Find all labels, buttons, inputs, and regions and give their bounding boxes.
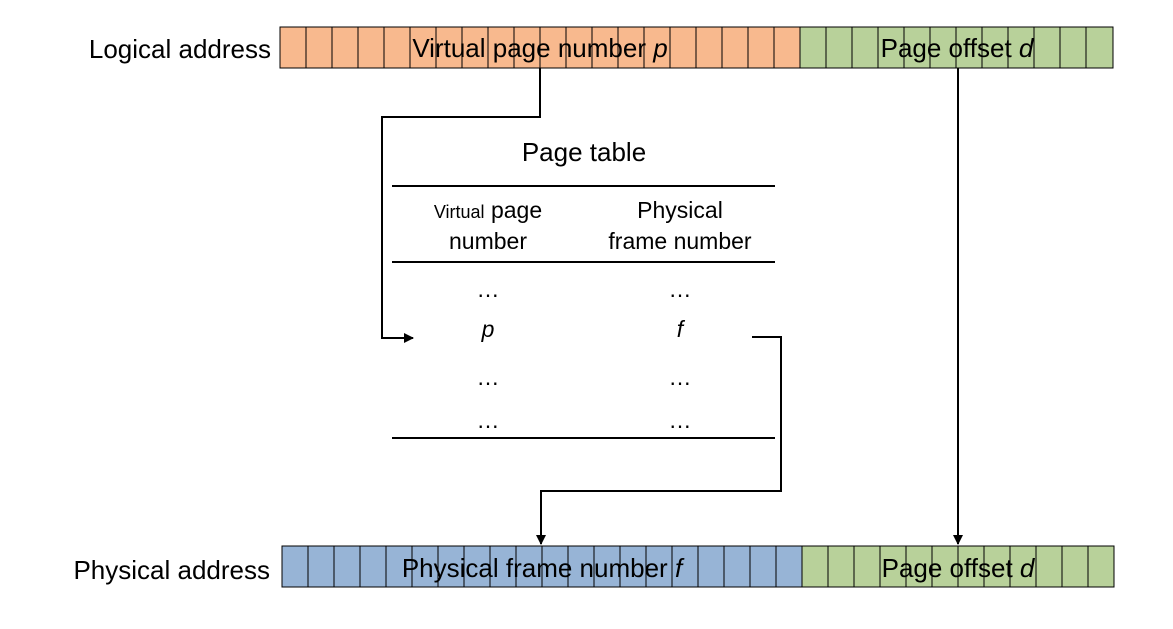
page-table-col2-header-line1: Physical: [637, 197, 723, 223]
physical-page-offset-text: Page offset d: [882, 553, 1036, 583]
vpn-lookup-arrow: [381, 68, 541, 343]
page-table-row-2-vpn: p: [481, 316, 495, 342]
frame-number-arrow: [536, 336, 782, 545]
logical-address-label: Logical address: [89, 34, 271, 64]
page-table-row-3-pfn: …: [669, 364, 692, 390]
page-table-row-3-vpn: …: [477, 364, 500, 390]
logical-page-offset-text: Page offset d: [881, 33, 1035, 63]
page-table-row-1-vpn: …: [477, 276, 500, 302]
physical-address-label: Physical address: [73, 555, 270, 585]
page-table-title: Page table: [522, 137, 646, 167]
page-table-col2-header-line2: frame number: [608, 228, 752, 254]
physical-bit-dividers: [307, 546, 1089, 587]
logical-address-bar: [279, 26, 1114, 69]
page-table-row-1-pfn: …: [669, 276, 692, 302]
page-table-row-4-pfn: …: [669, 407, 692, 433]
page-table-col1-header-line2: number: [449, 228, 527, 254]
page-table-row-4-vpn: …: [477, 407, 500, 433]
page-table-row-2-pfn: f: [677, 316, 686, 342]
logical-bit-dividers: [305, 27, 1087, 68]
page-table-col1-header-line1: Virtual page: [434, 197, 542, 223]
physical-frame-number-text: Physical frame number f: [402, 553, 685, 583]
virtual-page-number-text: Virtual page number p: [412, 33, 667, 63]
physical-address-bar: [281, 545, 1115, 588]
